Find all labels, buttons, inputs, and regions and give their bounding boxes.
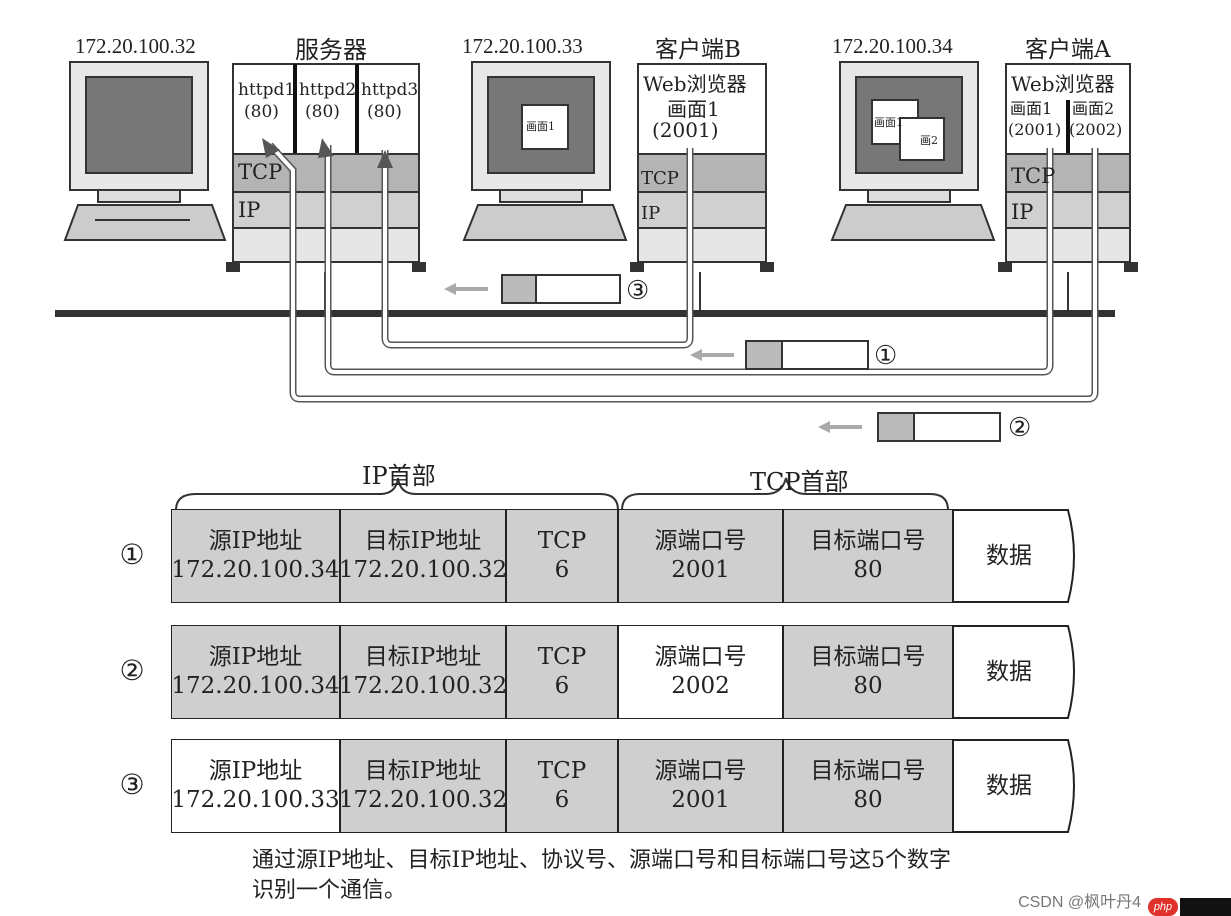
arrow-icon bbox=[377, 150, 393, 168]
caption-line-1: 通过源IP地址、目标IP地址、协议号、源端口号和目标端口号这5个数字 bbox=[252, 848, 951, 873]
httpd1-port: (80) bbox=[244, 102, 279, 122]
csdn-watermark: CSDN @枫叶丹4 bbox=[1018, 894, 1141, 911]
arrow-icon bbox=[262, 138, 280, 158]
packet-icon-2 bbox=[818, 412, 1001, 442]
client-a-monitor-window2: 画2 bbox=[920, 134, 938, 147]
row-label-1: ① bbox=[119, 538, 145, 571]
client-a-port1-label: (2001) bbox=[1008, 120, 1062, 139]
packet-icon-3 bbox=[444, 274, 621, 304]
network-bus-line bbox=[55, 310, 1115, 317]
client-b-app-label: Web浏览器 bbox=[643, 72, 747, 96]
computer-monitor-icon bbox=[63, 61, 227, 241]
client-a-port2-label: (2002) bbox=[1069, 120, 1123, 139]
computer-monitor-icon bbox=[830, 61, 996, 241]
client-b-ip-label: 172.20.100.33 bbox=[462, 34, 583, 58]
client-b-ip-layer: IP bbox=[641, 203, 661, 224]
client-a-name-label: 客户端A bbox=[1025, 37, 1111, 63]
server-tcp-layer: TCP bbox=[238, 160, 283, 184]
row-label-2: ② bbox=[119, 654, 145, 687]
data-cell: 数据 bbox=[986, 772, 1032, 799]
packet-number-2: ② bbox=[1008, 413, 1032, 443]
client-b-name-label: 客户端B bbox=[655, 37, 741, 63]
arrow-icon bbox=[318, 138, 334, 158]
server-name-label: 服务器 bbox=[295, 36, 367, 64]
client-b-stack bbox=[630, 63, 774, 272]
php-badge: php bbox=[1148, 898, 1178, 916]
caption-line-2: 识别一个通信。 bbox=[252, 878, 407, 903]
client-b-tcp-layer: TCP bbox=[641, 168, 679, 189]
client-a-screen1-label: 画面1 bbox=[1010, 99, 1053, 118]
row-label-3: ③ bbox=[119, 768, 145, 801]
data-cell: 数据 bbox=[986, 542, 1032, 569]
httpd3-label: httpd3 bbox=[361, 80, 419, 100]
client-b-port-label: (2001) bbox=[652, 118, 719, 142]
server-ip-label: 172.20.100.32 bbox=[75, 34, 196, 58]
client-a-ip-label: 172.20.100.34 bbox=[832, 34, 953, 58]
packet-icon-1 bbox=[690, 340, 869, 370]
httpd3-port: (80) bbox=[367, 102, 402, 122]
client-a-stack bbox=[998, 63, 1138, 272]
computer-monitor-icon bbox=[462, 61, 628, 241]
data-cell: 数据 bbox=[986, 658, 1032, 685]
packet-number-3: ③ bbox=[626, 276, 650, 306]
network-illustration bbox=[55, 61, 1138, 442]
caption: 通过源IP地址、目标IP地址、协议号、源端口号和目标端口号这5个数字 识别一个通… bbox=[252, 846, 951, 906]
httpd1-label: httpd1 bbox=[238, 80, 296, 100]
client-a-app-label: Web浏览器 bbox=[1011, 72, 1115, 96]
httpd2-label: httpd2 bbox=[299, 80, 357, 100]
packet-number-1: ① bbox=[874, 341, 898, 371]
client-b-monitor-window: 画面1 bbox=[526, 120, 555, 133]
client-a-ip-layer: IP bbox=[1011, 200, 1034, 224]
ip-header-label: IP首部 bbox=[362, 462, 436, 490]
tcp-header-label: TCP首部 bbox=[750, 468, 849, 496]
client-a-tcp-layer: TCP bbox=[1011, 164, 1056, 188]
watermark-bar bbox=[1180, 898, 1231, 916]
server-ip-layer: IP bbox=[238, 198, 261, 222]
client-b-screen-label: 画面1 bbox=[667, 97, 720, 121]
client-a-screen2-label: 画面2 bbox=[1072, 99, 1115, 118]
httpd2-port: (80) bbox=[305, 102, 340, 122]
client-a-monitor-window1: 画面1 bbox=[874, 116, 903, 129]
